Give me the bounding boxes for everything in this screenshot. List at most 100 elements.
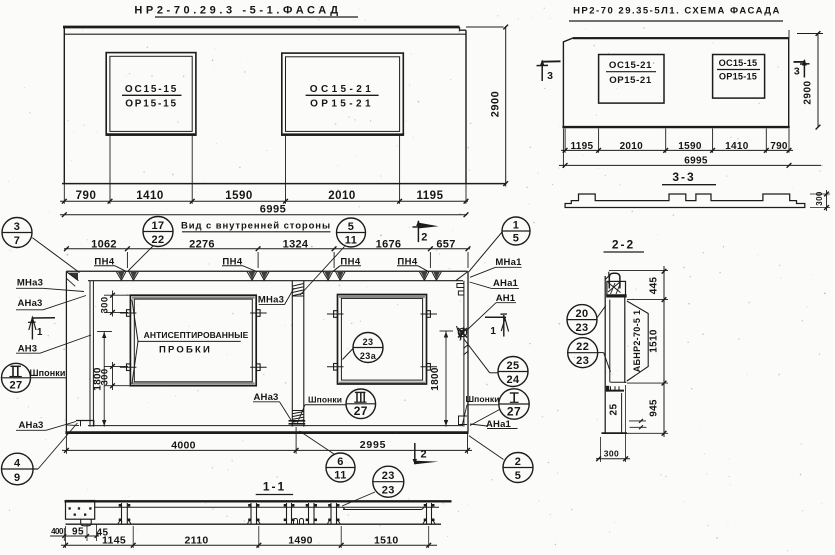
svg-text:23: 23 [382, 485, 395, 497]
svg-text:1676: 1676 [376, 239, 402, 251]
svg-text:1590: 1590 [678, 141, 702, 152]
svg-text:9: 9 [14, 472, 21, 484]
svg-text:657: 657 [436, 239, 455, 251]
svg-text:2: 2 [421, 232, 428, 244]
svg-text:1-1: 1-1 [263, 480, 286, 494]
svg-text:27: 27 [9, 380, 22, 392]
svg-text:АНТИСЕПТИРОВАННЫЕ: АНТИСЕПТИРОВАННЫЕ [144, 330, 249, 340]
svg-text:ОС15-21: ОС15-21 [310, 84, 374, 95]
svg-text:45: 45 [97, 528, 109, 539]
svg-text:1: 1 [37, 327, 43, 338]
svg-text:ПН4: ПН4 [94, 257, 114, 268]
svg-text:ОС15-15: ОС15-15 [125, 84, 178, 95]
svg-text:АНа1: АНа1 [486, 419, 512, 430]
svg-text:7: 7 [14, 235, 21, 247]
svg-text:6995: 6995 [260, 204, 286, 216]
svg-text:ОС15-21: ОС15-21 [609, 60, 652, 71]
svg-text:1490: 1490 [288, 534, 313, 546]
svg-text:300: 300 [100, 296, 111, 313]
svg-text:1410: 1410 [725, 141, 749, 152]
svg-text:ПРОБКИ: ПРОБКИ [159, 344, 212, 355]
svg-text:АН1: АН1 [496, 293, 516, 304]
svg-text:ОР15-21: ОР15-21 [609, 75, 652, 86]
svg-text:23: 23 [576, 355, 589, 367]
svg-text:25: 25 [609, 404, 620, 416]
svg-text:Шпонки: Шпонки [308, 395, 342, 405]
svg-text:2900: 2900 [803, 80, 814, 104]
svg-text:790: 790 [76, 190, 97, 202]
svg-text:3-3: 3-3 [672, 170, 695, 184]
svg-text:МНа3: МНа3 [17, 278, 43, 289]
svg-text:445: 445 [649, 277, 660, 295]
svg-text:6995: 6995 [684, 155, 708, 166]
svg-text:АНа3: АНа3 [18, 420, 43, 431]
svg-text:1195: 1195 [417, 190, 444, 202]
svg-text:АНа3: АНа3 [253, 392, 278, 403]
svg-text:1800: 1800 [430, 367, 441, 391]
svg-text:НР2-70.29.3 -5-1.ФАСАД: НР2-70.29.3 -5-1.ФАСАД [134, 5, 341, 17]
svg-text:790: 790 [770, 141, 788, 152]
svg-text:2-2: 2-2 [612, 238, 635, 252]
svg-text:1: 1 [490, 326, 496, 337]
svg-text:3: 3 [547, 70, 553, 82]
svg-text:24: 24 [506, 374, 520, 386]
svg-text:95: 95 [72, 526, 84, 537]
svg-text:МНа1: МНа1 [495, 257, 522, 268]
svg-text:22: 22 [576, 341, 589, 353]
svg-text:23а: 23а [360, 351, 377, 361]
svg-text:ПН4: ПН4 [222, 257, 242, 268]
svg-text:1410: 1410 [136, 190, 164, 202]
svg-text:Шпонки: Шпонки [29, 368, 65, 378]
svg-text:ПН4: ПН4 [340, 257, 360, 268]
svg-text:АНа1: АНа1 [493, 278, 519, 289]
svg-text:6: 6 [337, 456, 344, 468]
svg-text:АНа3: АНа3 [17, 298, 42, 309]
svg-text:23: 23 [382, 470, 395, 482]
svg-text:23: 23 [363, 337, 374, 347]
svg-text:Вид с внутренней стороны: Вид с внутренней стороны [181, 221, 331, 232]
svg-text:1145: 1145 [102, 534, 126, 546]
svg-text:23: 23 [575, 322, 588, 334]
svg-text:АН3: АН3 [18, 344, 38, 355]
svg-text:400: 400 [51, 527, 64, 536]
svg-text:11: 11 [334, 469, 346, 481]
svg-text:300: 300 [100, 368, 111, 385]
svg-text:5: 5 [513, 232, 520, 244]
svg-text:ОР15-15: ОР15-15 [719, 72, 757, 82]
svg-text:22: 22 [151, 234, 164, 246]
svg-text:2276: 2276 [189, 239, 215, 251]
svg-text:1510: 1510 [374, 534, 399, 546]
svg-text:2: 2 [421, 449, 428, 461]
svg-text:1510: 1510 [649, 329, 660, 353]
svg-text:АБНР2-70-5 1: АБНР2-70-5 1 [632, 310, 642, 373]
svg-text:1800: 1800 [93, 367, 104, 391]
svg-text:ОР15-15: ОР15-15 [125, 99, 178, 110]
svg-text:945: 945 [649, 399, 660, 417]
svg-text:ОР15-21: ОР15-21 [310, 99, 374, 110]
svg-text:5: 5 [515, 470, 522, 482]
svg-text:Шпонки: Шпонки [465, 394, 499, 404]
svg-text:2010: 2010 [620, 141, 644, 152]
svg-text:2110: 2110 [185, 534, 209, 546]
svg-text:2900: 2900 [490, 91, 502, 117]
svg-text:1324: 1324 [283, 239, 309, 251]
svg-text:2010: 2010 [328, 190, 356, 202]
svg-text:3: 3 [14, 221, 21, 233]
svg-text:2: 2 [515, 456, 522, 468]
svg-text:1195: 1195 [570, 141, 593, 152]
svg-text:ПН4: ПН4 [397, 257, 417, 268]
svg-text:300: 300 [604, 449, 619, 459]
svg-text:27: 27 [354, 404, 368, 418]
svg-text:1062: 1062 [91, 239, 117, 251]
svg-text:2995: 2995 [360, 439, 387, 451]
svg-text:25: 25 [506, 360, 519, 372]
svg-text:3: 3 [794, 66, 800, 78]
svg-text:4: 4 [14, 457, 21, 469]
svg-text:20: 20 [575, 308, 588, 320]
svg-text:17: 17 [151, 220, 164, 232]
svg-text:НР2-70 29.35-5Л1. СХЕМА ФАСАДА: НР2-70 29.35-5Л1. СХЕМА ФАСАДА [573, 6, 781, 17]
svg-text:27: 27 [507, 405, 521, 419]
svg-text:МНа3: МНа3 [258, 294, 284, 305]
svg-text:300: 300 [815, 191, 824, 206]
svg-text:ОС15-15: ОС15-15 [719, 58, 758, 68]
